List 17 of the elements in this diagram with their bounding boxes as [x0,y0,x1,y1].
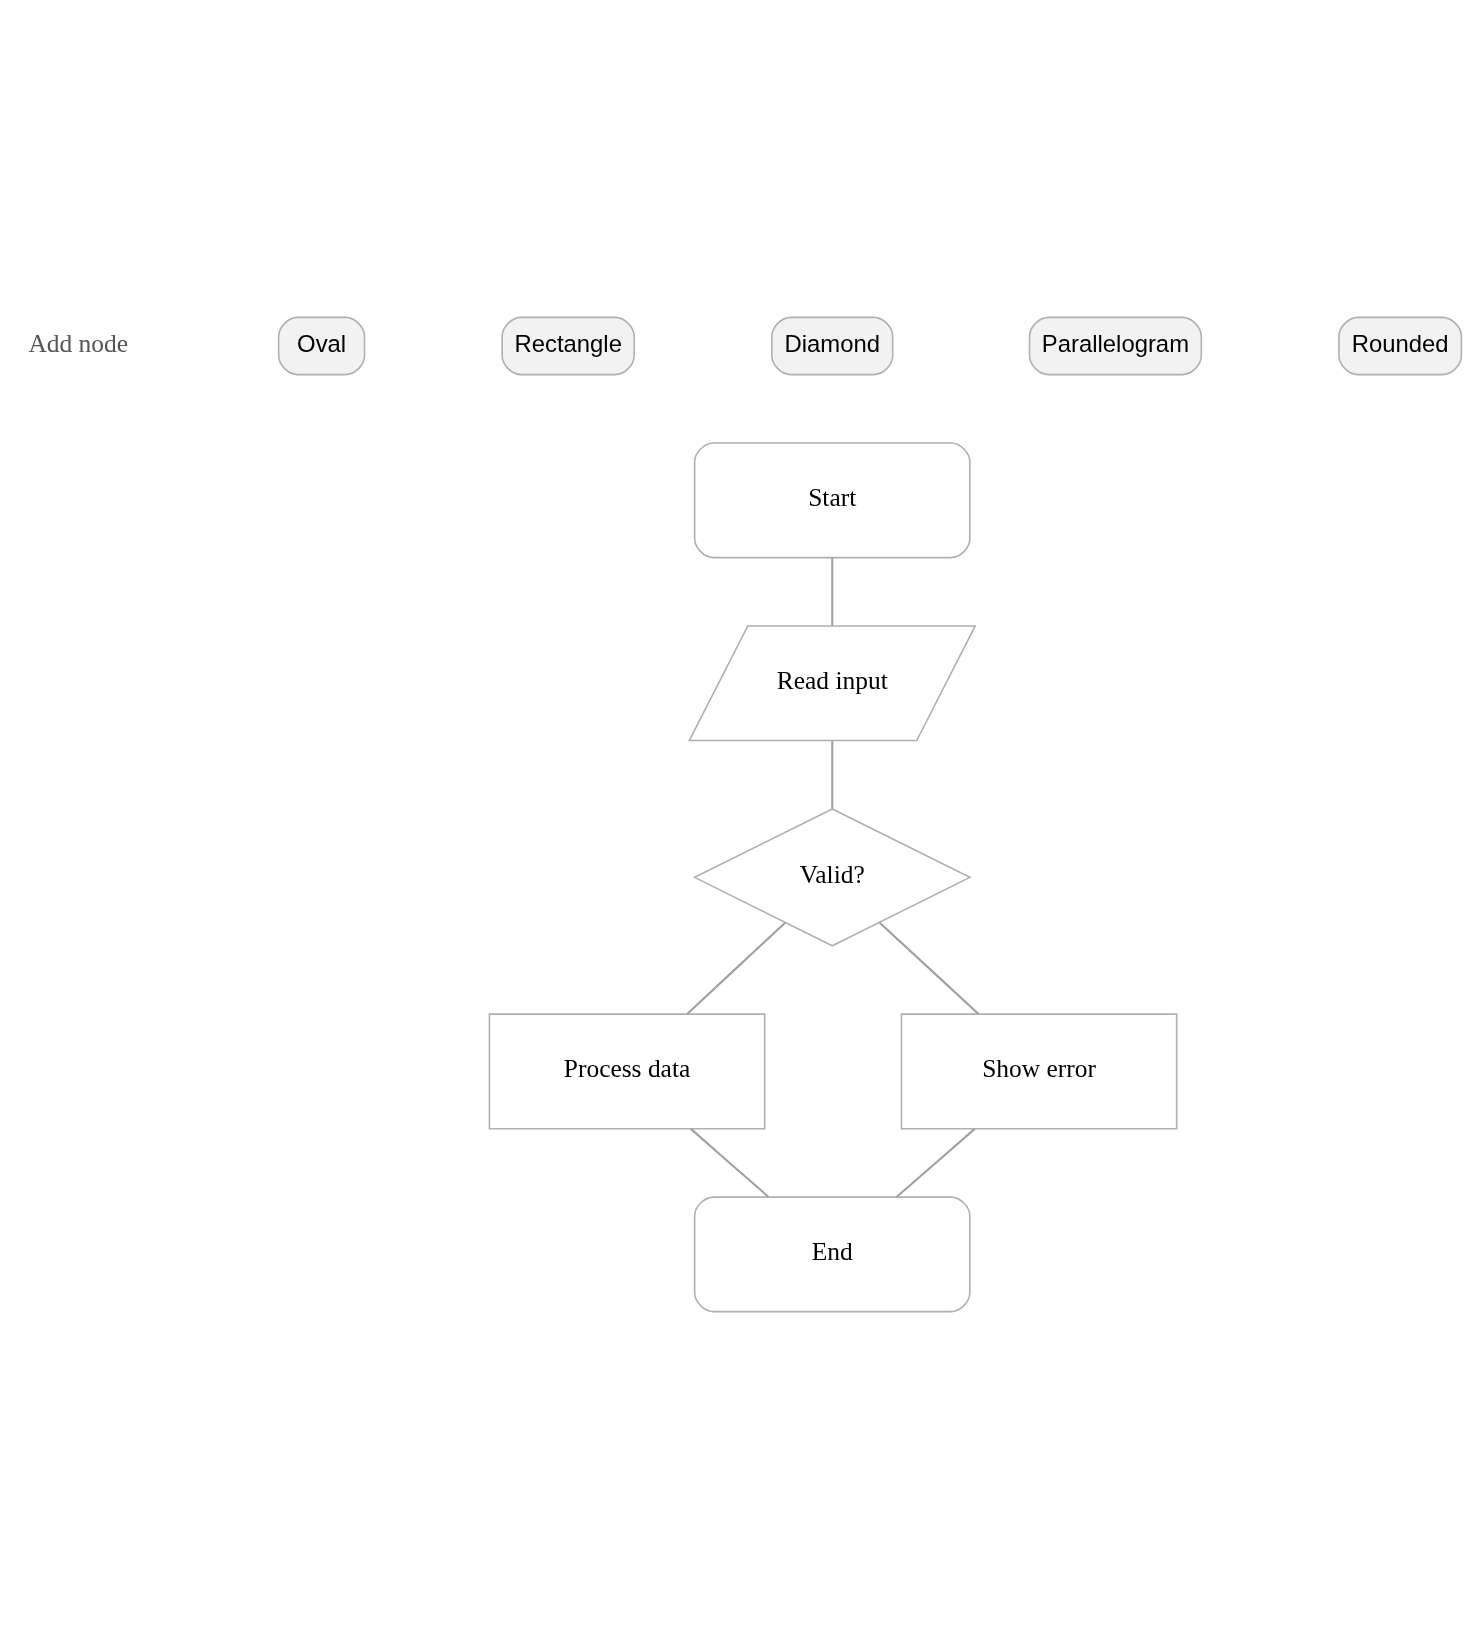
connector [831,740,834,809]
label: Add node [28,328,129,358]
node-box: Start [693,441,971,558]
node-box: End [693,1195,971,1312]
label: Oval [297,329,347,357]
connector [895,1127,976,1198]
node-box: Process data [488,1012,766,1129]
label: Rectangle [514,329,622,357]
label: Parallelogram [1041,329,1190,357]
label: Rounded [1351,329,1449,357]
connector [690,1127,770,1198]
connector [686,921,786,1015]
node-box: Show error [900,1012,1178,1129]
connector [879,921,980,1015]
label: Diamond [784,329,880,357]
connector [831,557,834,626]
node-diamond: Valid? [692,807,972,947]
